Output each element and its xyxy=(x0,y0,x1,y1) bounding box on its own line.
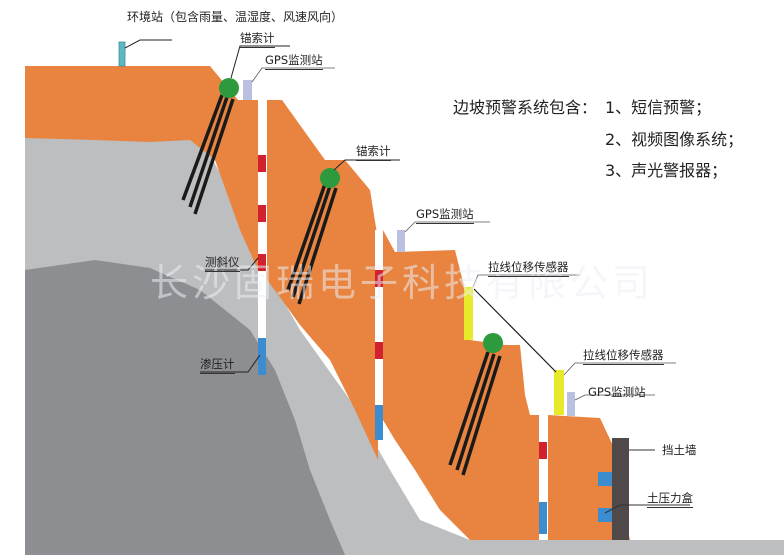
anchor-meter-1 xyxy=(219,78,239,98)
inclinometer-label: 测斜仪 xyxy=(205,254,240,272)
soil-layer xyxy=(25,66,258,270)
piezometer-label: 渗压计 xyxy=(200,356,235,374)
system-heading: 边坡预警系统包含： xyxy=(453,98,598,117)
dark-rock-layer xyxy=(25,260,345,555)
system-item-1: 1、短信预警； xyxy=(605,98,712,117)
displacement-sensor-2 xyxy=(554,370,564,415)
inclinometer-tube-2 xyxy=(375,230,383,440)
soil-layer-upper xyxy=(267,100,378,460)
gps-station-3-icon xyxy=(567,392,575,416)
gps-station-1-icon xyxy=(243,80,252,100)
soil-layer-mid xyxy=(383,230,540,540)
retaining-wall xyxy=(612,438,629,540)
system-item-3: 3、声光警报器； xyxy=(605,161,728,180)
gps-station-2-label: GPS监测站 xyxy=(416,206,474,224)
inclinometer-tube-1 xyxy=(258,100,266,375)
anchor-meter-2-label: 锚索计 xyxy=(356,143,391,161)
pull-wire xyxy=(473,288,557,373)
gps-station-3-label: GPS监测站 xyxy=(588,385,646,399)
anchor-cables-2 xyxy=(286,183,338,305)
displacement-sensor-2-label: 拉线位移传感器 xyxy=(583,347,664,365)
watermark: 长沙固瑞电子科技有限公司 xyxy=(150,261,655,305)
earth-pressure-cell-label: 土压力盒 xyxy=(647,490,693,508)
anchor-meter-1-label: 锚索计 xyxy=(240,30,275,48)
retaining-wall-label: 挡土墙 xyxy=(662,443,697,457)
displacement-sensor-1-label: 拉线位移传感器 xyxy=(488,259,569,277)
gps-station-1-label: GPS监测站 xyxy=(265,52,323,70)
env-station-label: 环境站（包含雨量、温湿度、风速风向） xyxy=(127,10,344,24)
ground-strip xyxy=(440,540,784,555)
anchor-meter-2 xyxy=(320,168,340,188)
inclinometer-tube-3 xyxy=(539,415,547,540)
displacement-sensor-1 xyxy=(464,287,473,340)
anchor-cables-1 xyxy=(181,94,235,215)
env-station-icon xyxy=(118,41,126,67)
anchor-meter-3 xyxy=(483,333,503,353)
earth-pressure-cell-1 xyxy=(598,472,612,486)
anchor-cables-3 xyxy=(448,351,502,476)
gps-station-2-icon xyxy=(397,230,405,252)
system-item-2: 2、视频图像系统； xyxy=(605,130,744,149)
